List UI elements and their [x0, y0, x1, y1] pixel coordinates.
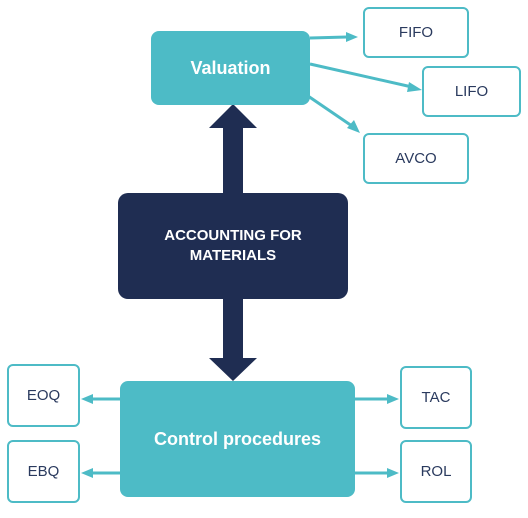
control-procedures-label: Control procedures — [153, 428, 322, 449]
central-label-line2: MATERIALS — [189, 247, 277, 264]
arrow-control-rol — [355, 468, 399, 478]
valuation-label: Valuation — [190, 57, 271, 78]
arrow-valuation-avco — [307, 94, 360, 133]
node-avco-label: AVCO — [395, 150, 437, 167]
central-label: ACCOUNTING FOR MATERIALS — [164, 226, 302, 266]
node-ebq: EBQ — [7, 440, 80, 503]
arrow-central-valuation — [209, 104, 257, 195]
node-lifo: LIFO — [422, 66, 521, 117]
node-tac-label: TAC — [421, 389, 451, 406]
central-node: ACCOUNTING FOR MATERIALS — [118, 193, 348, 299]
node-ebq-label: EBQ — [27, 463, 60, 480]
node-tac: TAC — [400, 366, 472, 429]
node-rol-label: ROL — [420, 463, 452, 480]
arrow-central-control — [209, 298, 257, 381]
arrow-valuation-fifo — [309, 32, 358, 42]
node-rol: ROL — [400, 440, 472, 503]
node-fifo-label: FIFO — [398, 24, 434, 41]
arrow-valuation-lifo — [309, 62, 422, 92]
node-avco: AVCO — [363, 133, 469, 184]
valuation-node: Valuation — [151, 31, 310, 105]
node-lifo-label: LIFO — [454, 83, 489, 100]
node-fifo: FIFO — [363, 7, 469, 58]
arrow-control-eoq — [81, 394, 120, 404]
arrow-control-tac — [355, 394, 399, 404]
node-eoq: EOQ — [7, 364, 80, 427]
node-eoq-label: EOQ — [26, 387, 61, 404]
control-procedures-node: Control procedures — [120, 381, 355, 497]
central-label-line1: ACCOUNTING FOR — [164, 227, 302, 244]
arrow-control-ebq — [81, 468, 120, 478]
